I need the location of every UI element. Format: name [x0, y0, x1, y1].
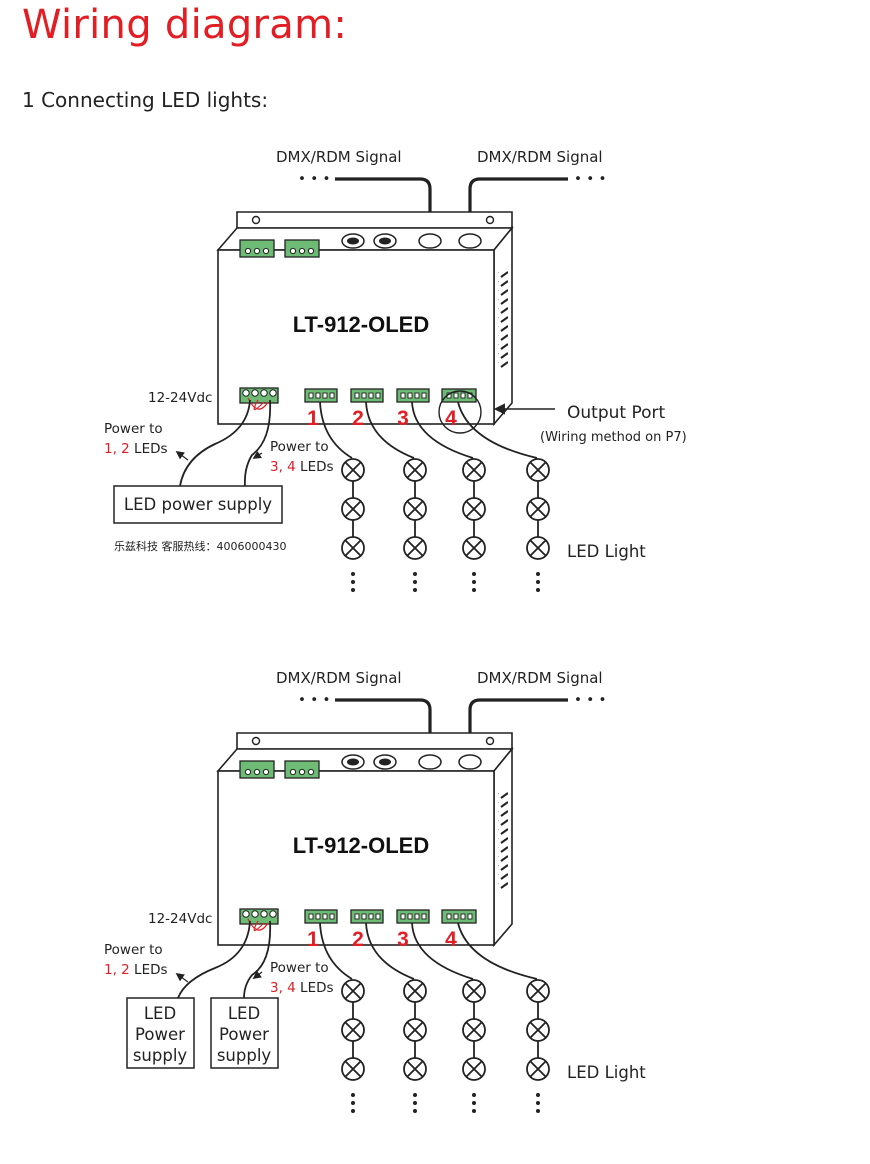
led-lamp-icon [403, 1018, 427, 1042]
port-number-1: 1 [307, 407, 319, 430]
led-power-supply-box [113, 485, 283, 524]
led-lamp-icon [526, 458, 550, 482]
dmx-signal-label-left: DMX/RDM Signal [276, 669, 402, 687]
led-chain-2 [403, 979, 427, 1113]
signal-cable-right [468, 177, 568, 235]
output-port-label: Output Port [567, 403, 665, 423]
led-lamp-icon [526, 979, 550, 1003]
diagram-1: DMX/RDM Signal DMX/RDM Signal • • • • • … [104, 148, 687, 592]
power-to-a-label: Power to [104, 421, 163, 437]
led-lamp-icon [403, 979, 427, 1003]
led-lamp-icon [341, 1057, 365, 1081]
supply-a-line3: supply [133, 1046, 188, 1065]
led-chain-3 [462, 458, 486, 592]
power-to-a-line2: 1, 2 LEDs [104, 962, 168, 978]
led-lamp-icon [462, 1018, 486, 1042]
led-lamp-icon [341, 497, 365, 521]
port-number-2: 2 [352, 407, 364, 430]
power-to-a-label: Power to [104, 942, 163, 958]
led-power-supply-label: LED power supply [124, 495, 272, 514]
model-label: LT-912-OLED [293, 312, 430, 337]
supply-b-line1: LED [228, 1004, 260, 1023]
power-wire-a [179, 399, 251, 487]
led-lamp-icon [462, 536, 486, 560]
led-chain-4 [526, 458, 550, 592]
power-wire-b [243, 920, 272, 999]
led-lamp-icon [403, 497, 427, 521]
power-to-b-line2: 3, 4 LEDs [270, 459, 334, 475]
hotline-text: 乐兹科技 客服热线：4006000430 [114, 539, 286, 553]
dmx-signal-label-right: DMX/RDM Signal [477, 669, 603, 687]
ellipsis-right: • • • [574, 692, 606, 708]
section-heading: 1 Connecting LED lights: [22, 88, 269, 112]
led-lamp-icon [462, 458, 486, 482]
led-lamp-icon [403, 536, 427, 560]
power-to-b-label: Power to [270, 439, 329, 455]
output-port-highlight [438, 390, 482, 434]
port-number-4: 4 [445, 407, 457, 430]
power-to-b-line2: 3, 4 LEDs [270, 980, 334, 996]
supply-b-line2: Power [219, 1025, 269, 1044]
power-wire-b [243, 399, 272, 487]
led-chain-3 [462, 979, 486, 1113]
led-lamp-icon [341, 536, 365, 560]
led-light-label: LED Light [567, 542, 646, 561]
dmx-signal-label-right: DMX/RDM Signal [477, 148, 603, 166]
power-wire-a [177, 920, 251, 999]
port-number-1: 1 [307, 928, 319, 951]
led-power-supply-box-a: LED Power supply [126, 997, 195, 1069]
model-label: LT-912-OLED [293, 833, 430, 858]
diagram-2: DMX/RDM Signal DMX/RDM Signal • • • • • … [104, 669, 646, 1113]
led-lamp-icon [341, 979, 365, 1003]
led-lamp-icon [462, 979, 486, 1003]
led-lamp-icon [526, 1018, 550, 1042]
signal-cable-left [335, 177, 432, 235]
port-number-3: 3 [397, 928, 409, 951]
led-light-label: LED Light [567, 1063, 646, 1082]
voltage-label: 12-24Vdc [148, 390, 212, 406]
port-number-4: 4 [445, 928, 457, 951]
port-number-2: 2 [352, 928, 364, 951]
led-lamp-icon [526, 536, 550, 560]
signal-cable-right [468, 698, 568, 756]
supply-b-line3: supply [217, 1046, 272, 1065]
signal-cable-left [335, 698, 432, 756]
output-port-note: (Wiring method on P7) [540, 430, 687, 445]
power-to-b-label: Power to [270, 960, 329, 976]
led-lamp-icon [341, 1018, 365, 1042]
supply-a-line1: LED [144, 1004, 176, 1023]
led-power-supply-box-b: LED Power supply [210, 997, 279, 1069]
led-lamp-icon [462, 1057, 486, 1081]
led-chain-1 [341, 458, 365, 592]
ellipsis-right: • • • [574, 171, 606, 187]
voltage-label: 12-24Vdc [148, 911, 212, 927]
led-chain-2 [403, 458, 427, 592]
port-number-3: 3 [397, 407, 409, 430]
supply-a-line2: Power [135, 1025, 185, 1044]
led-lamp-icon [403, 1057, 427, 1081]
led-chain-4 [526, 979, 550, 1113]
dmx-signal-label-left: DMX/RDM Signal [276, 148, 402, 166]
ellipsis-left: • • • [298, 171, 330, 187]
led-lamp-icon [526, 497, 550, 521]
power-to-a-line2: 1, 2 LEDs [104, 441, 168, 457]
led-lamp-icon [462, 497, 486, 521]
led-lamp-icon [403, 458, 427, 482]
led-lamp-icon [341, 458, 365, 482]
led-chain-1 [341, 979, 365, 1113]
page-title: Wiring diagram: [22, 2, 348, 48]
led-lamp-icon [526, 1057, 550, 1081]
ellipsis-left: • • • [298, 692, 330, 708]
